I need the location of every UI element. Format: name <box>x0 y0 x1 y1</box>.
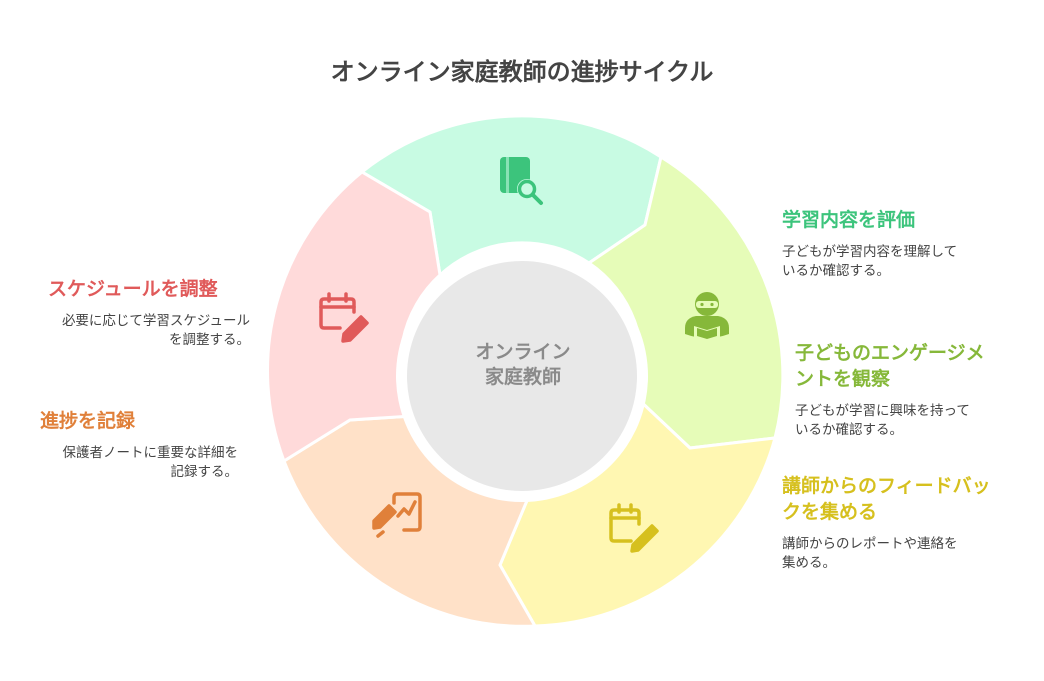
step-record: 進捗を記録 保護者ノートに重要な詳細を 記録する。 <box>40 408 238 482</box>
book-search-icon <box>500 157 543 205</box>
desc-line: 保護者ノートに重要な詳細を <box>62 445 239 461</box>
desc-line: 記録する。 <box>170 464 239 480</box>
step-feedback-title: 講師からのフィードバッ クを集める <box>782 473 991 525</box>
step-record-title: 進捗を記録 <box>40 410 136 432</box>
step-evaluate-title: 学習内容を評価 <box>782 209 916 231</box>
step-schedule-desc: 必要に応じて学習スケジュール を調整する。 <box>40 312 250 350</box>
step-schedule-title: スケジュールを調整 <box>48 278 218 300</box>
center-label: オンライン 家庭教師 <box>410 340 636 390</box>
desc-line: を調整する。 <box>169 332 250 348</box>
desc-line: 講師からのレポートや連絡を <box>782 536 958 552</box>
desc-line: 子どもが学習に興味を持って <box>795 403 970 419</box>
step-evaluate-desc: 子どもが学習内容を理解して いるか確認する。 <box>782 243 957 281</box>
step-schedule: スケジュールを調整 必要に応じて学習スケジュール を調整する。 <box>40 276 250 350</box>
student-icon <box>685 292 729 342</box>
step-record-desc: 保護者ノートに重要な詳細を 記録する。 <box>40 444 239 482</box>
desc-line: いるか確認する。 <box>782 263 890 279</box>
calendar-pencil-icon <box>319 292 369 343</box>
title-line: 子どものエンゲージメ <box>795 342 985 364</box>
desc-line: 子どもが学習内容を理解して <box>782 244 958 260</box>
title-line: クを集める <box>782 501 878 523</box>
step-observe-desc: 子どもが学習に興味を持って いるか確認する。 <box>795 402 985 440</box>
title-line: ントを観察 <box>795 368 891 390</box>
center-label-line1: オンライン <box>475 341 571 363</box>
diagram-title: オンライン家庭教師の進捗サイクル <box>330 58 714 86</box>
step-evaluate: 学習内容を評価 子どもが学習内容を理解して いるか確認する。 <box>782 207 957 281</box>
center-hub <box>407 261 637 491</box>
center-label-line2: 家庭教師 <box>484 366 561 388</box>
desc-line: 必要に応じて学習スケジュール <box>61 313 250 329</box>
step-observe: 子どものエンゲージメ ントを観察 子どもが学習に興味を持って いるか確認する。 <box>795 340 985 440</box>
title-line: 講師からのフィードバッ <box>782 475 991 497</box>
step-feedback: 講師からのフィードバッ クを集める 講師からのレポートや連絡を 集める。 <box>782 473 991 573</box>
step-observe-title: 子どものエンゲージメ ントを観察 <box>795 340 985 392</box>
chart-edit-icon <box>372 492 422 538</box>
calendar-edit-icon <box>609 503 659 553</box>
desc-line: 集める。 <box>782 555 836 571</box>
desc-line: いるか確認する。 <box>795 422 903 438</box>
segment-right-upper <box>586 154 785 450</box>
step-feedback-desc: 講師からのレポートや連絡を 集める。 <box>782 535 991 573</box>
